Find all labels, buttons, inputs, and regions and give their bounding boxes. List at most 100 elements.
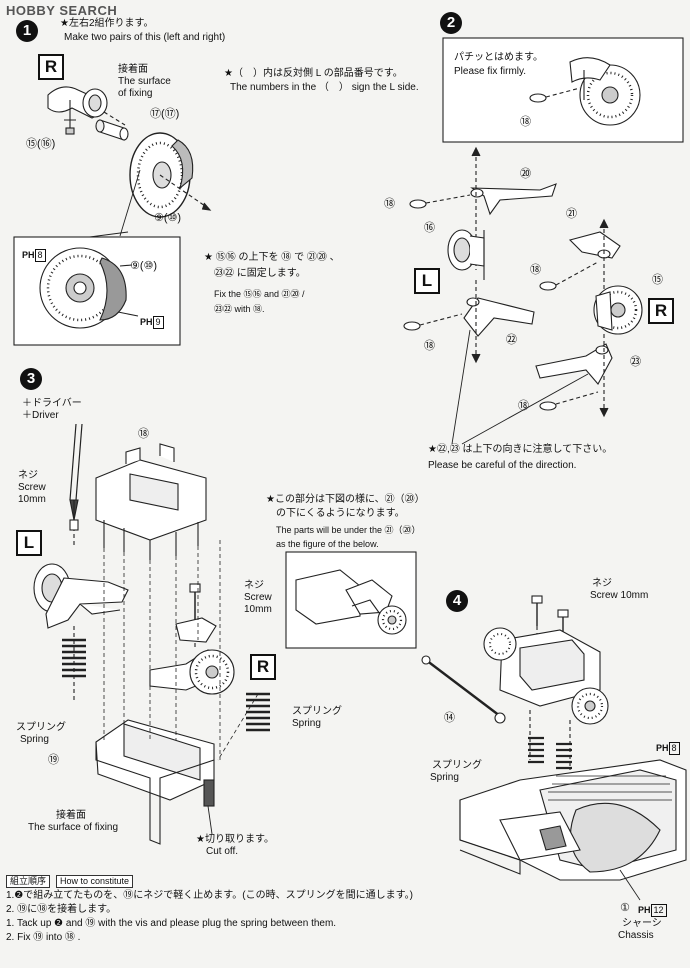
footer-line-3: 1. Tack up ❷ and ⑲ with the vis and plea… [6, 918, 337, 929]
step2-part-68-b: ⑱ [530, 264, 541, 276]
step3-left-spring [62, 626, 86, 700]
footer-line-4: 2. Fix ⑲ into ⑱ . [6, 932, 81, 943]
step3-cut-en: Cut off. [206, 846, 239, 857]
step1-fix-note-jp-1: ★ ⑮⑯ の上下を ⑱ で ㉑⑳ 、 [204, 252, 340, 263]
step3-right-knuckle [149, 617, 235, 695]
step4-springs [528, 736, 572, 770]
step3-screw [189, 583, 201, 650]
step4-chassis-en: Chassis [618, 930, 654, 941]
step3-spring2-en: Spring [292, 718, 321, 729]
step4-screw-en: Screw 10mm [590, 590, 649, 601]
step3-screwdriver [69, 423, 83, 548]
step3-driver-jp: ＋ドライバー [22, 398, 82, 409]
footer-line-2: 2. ⑲に⑱を接着します。 [6, 904, 117, 915]
step3-inset-drawing [295, 569, 407, 635]
step4-part-14: ⑭ [444, 712, 455, 724]
step2-knuckle-15 [593, 285, 643, 335]
step3-surface-jp: 接着面 [56, 810, 86, 821]
step3-lower-frame-19 [95, 719, 215, 845]
step3-screw2-jp: ネジ [244, 580, 264, 591]
step1-fix-note-en-2: ㉓㉒ with ⑱. [214, 304, 265, 314]
step2-note-en: Please fix firmly. [454, 66, 527, 77]
assembly-order-label: 組立順序 [6, 875, 51, 888]
step3-screw2-en: Screw [244, 592, 272, 603]
step1-brake-disc [129, 132, 212, 218]
step4-chassis-jp: シャーシ [622, 918, 662, 929]
step3-cut-jp: ★切り取ります。 [196, 834, 274, 845]
step2-part-15: ⑮ [652, 274, 663, 286]
step2-knuckle-16 [447, 229, 485, 280]
step2-lower-arm-23 [535, 334, 613, 418]
step3-under-note-jp-1: ★この部分は下図の様に、㉑（⑳） [266, 494, 425, 505]
step2-side-l: L [414, 268, 440, 294]
step2-part-22: ㉒ [506, 334, 517, 346]
step-1-badge: 1 [16, 20, 38, 42]
step2-part-68-a: ⑱ [384, 198, 395, 210]
step1-part-15-16: ⑮(⑯) [26, 138, 56, 150]
step2-inset-box [442, 37, 684, 143]
step3-right-spring [246, 692, 270, 732]
step4-spring-en: Spring [430, 772, 459, 783]
step2-note-jp: パチッとはめます。 [454, 52, 543, 63]
step3-part-18: ⑱ [138, 428, 149, 440]
step4-part-1: ① [620, 902, 630, 914]
step4-screw-jp: ネジ [592, 578, 612, 589]
step-2-badge: 2 [440, 12, 462, 34]
step1-collar [95, 119, 129, 141]
step1-reverse-note-en: The numbers in the （ ） sign the L side. [230, 82, 419, 93]
step2-inset-knuckle [529, 57, 641, 126]
footer-line-1: 1.❷で組み立てたものを、⑲にネジで軽く止めます。(この時、スプリングを間に通し… [6, 890, 413, 901]
how-to-constitute-label: How to constitute [56, 875, 134, 888]
step3-spring-en: Spring [20, 734, 49, 745]
step3-part-19: ⑲ [48, 754, 59, 766]
step2-upper-arm-20 [409, 146, 557, 270]
step2-direction-en: Please be careful of the direction. [428, 460, 577, 471]
step1-side-r: R [38, 54, 64, 80]
step3-side-r: R [250, 654, 276, 680]
step1-part-9-10: ⑨(⑩) [154, 212, 182, 224]
step1-inset-part-9-10: ⑨(⑩) [130, 260, 158, 272]
step3-left-knuckle [33, 563, 129, 629]
step2-lower-arm-22 [403, 280, 535, 364]
step3-driver-en: ＋Driver [22, 410, 59, 421]
step2-part-16: ⑯ [424, 222, 435, 234]
step2-part-23: ㉓ [630, 356, 641, 368]
step2-part-68-c: ⑱ [424, 340, 435, 352]
step3-screw-jp: ネジ [18, 470, 38, 481]
step1-surface-jp: 接着面 [118, 64, 148, 75]
step2-part-20: ⑳ [520, 168, 531, 180]
step1-fix-note-jp-2: ㉓㉒ に固定します。 [214, 268, 306, 279]
step4-chassis [459, 759, 687, 881]
step3-under-note-en-1: The parts will be under the ㉑（⑳） [276, 525, 421, 535]
step3-screw-en: Screw [18, 482, 46, 493]
watermark-logo: HOBBY SEARCH [6, 3, 118, 18]
step3-upper-frame-18 [95, 443, 207, 560]
step4-suspension-assembly [483, 627, 609, 770]
step3-side-l: L [16, 530, 42, 556]
step1-note-jp: ★左右2組作ります。 [60, 18, 154, 29]
step3-guide-lines [103, 540, 259, 761]
step1-surface-en-1: The surface [118, 76, 171, 87]
step2-inset-part-68: ⑱ [520, 116, 531, 128]
step1-reverse-note-jp: ★（ ）内は反対側 L の部品番号です。 [224, 68, 403, 79]
step4-tie-rod-14 [421, 655, 506, 724]
step1-fix-note-en-1: Fix the ⑮⑯ and ㉑⑳ / [214, 289, 305, 299]
step-4-badge: 4 [446, 590, 468, 612]
step3-screw-size: 10mm [18, 494, 46, 505]
step4-spring-jp: スプリング [432, 760, 482, 771]
step3-surface-en: The surface of fixing [28, 822, 119, 833]
step1-note-en: Make two pairs of this (left and right) [64, 32, 226, 43]
step2-side-r: R [648, 298, 674, 324]
step2-upper-arm-21 [539, 218, 621, 300]
step-3-badge: 3 [20, 368, 42, 390]
step3-spring2-jp: スプリング [292, 706, 342, 717]
step1-inset-disc [39, 247, 139, 329]
step1-part-17: ⑰(⑰) [150, 108, 180, 120]
step2-direction-jp: ★㉒,㉓ は上下の向きに注意して下さい。 [428, 444, 613, 455]
